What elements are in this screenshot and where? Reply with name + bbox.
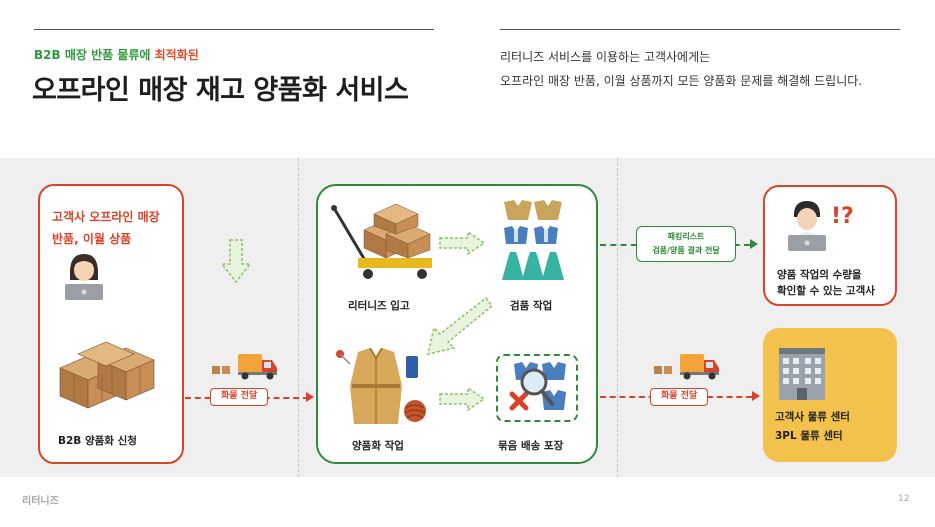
description-line-1: 리터니즈 서비스를 이용하는 고객사에게는 xyxy=(500,50,711,64)
eyebrow: B2B 매장 반품 물류에 최적화된 xyxy=(34,46,199,63)
logistics-center-card: 고객사 물류 센터 3PL 물류 센터 xyxy=(763,328,897,462)
center-line-2: 3PL 물류 센터 xyxy=(775,430,843,442)
request-card: 고객사 오프라인 매장 반품, 이월 상품 xyxy=(38,184,184,464)
refurbish-caption: 양품화 작업 xyxy=(352,440,404,452)
person-laptop-icon-2: !? xyxy=(788,201,854,251)
footer-brand: 리터니즈 xyxy=(22,496,59,507)
dress-icon xyxy=(502,200,564,280)
divider-2 xyxy=(617,158,618,477)
packing-list-line-1: 패킹리스트 xyxy=(667,232,705,241)
yarn-icon xyxy=(404,400,426,422)
top-rule-right xyxy=(500,29,900,30)
description-line-2: 오프라인 매장 반품, 이월 상품까지 모든 양품화 문제를 해결해 드립니다. xyxy=(500,74,863,88)
packing-list-pill: 패킹리스트 검품/양품 결과 전달 xyxy=(636,226,736,262)
hand-truck-icon xyxy=(331,203,432,279)
transfer-left-pill: 화물 전달 xyxy=(210,388,269,406)
packing-list-arrowhead xyxy=(750,239,758,249)
inbound-caption: 리터니즈 입고 xyxy=(348,300,410,312)
description: 리터니즈 서비스를 이용하는 고객사에게는 오프라인 매장 반품, 이월 상품까… xyxy=(500,45,862,93)
divider-1 xyxy=(298,158,299,477)
eyebrow-prefix: B2B 매장 반품 물류에 xyxy=(34,48,155,62)
top-rule-left xyxy=(34,29,434,30)
eyebrow-highlight: 최적화된 xyxy=(154,48,199,62)
page-title: 오프라인 매장 재고 양품화 서비스 xyxy=(32,75,409,106)
magnifier-icon xyxy=(509,362,566,411)
request-caption: B2B 양품화 신청 xyxy=(58,435,137,447)
boxes-icon xyxy=(59,341,155,409)
page-number: 12 xyxy=(898,494,910,504)
svg-text:!?: !? xyxy=(831,204,854,229)
transfer-right-arrowhead xyxy=(752,391,760,401)
packing-frame xyxy=(496,354,578,422)
right-arrow-icon-2 xyxy=(439,386,486,412)
packing-caption: 묶음 배송 포장 xyxy=(498,440,564,452)
right-arrow-icon xyxy=(439,230,486,256)
customer-line-2: 확인할 수 있는 고객사 xyxy=(777,285,875,297)
request-line-1: 고객사 오프라인 매장 xyxy=(52,210,160,224)
trench-coat-icon xyxy=(336,348,418,424)
request-label: 고객사 오프라인 매장 반품, 이월 상품 xyxy=(52,206,160,250)
customer-card: !? 양품 작업의 수량을 확인할 수 있는 고객사 xyxy=(763,185,897,306)
customer-text: 양품 작업의 수량을 확인할 수 있는 고객사 xyxy=(777,267,875,299)
building-icon xyxy=(779,348,825,400)
person-laptop-icon xyxy=(65,254,103,300)
transfer-left-arrowhead xyxy=(306,392,314,402)
inspection-caption: 검품 작업 xyxy=(510,300,553,312)
truck-icon-2 xyxy=(654,354,719,380)
packing-list-line-2: 검품/양품 결과 전달 xyxy=(652,246,720,255)
process-card: 리터니즈 입고 검품 작업 xyxy=(316,184,598,464)
center-line-1: 고객사 물류 센터 xyxy=(775,411,850,423)
transfer-right-pill: 화물 전달 xyxy=(650,388,709,406)
customer-line-1: 양품 작업의 수량을 xyxy=(777,269,862,281)
center-text: 고객사 물류 센터 3PL 물류 센터 xyxy=(775,408,850,446)
diagonal-arrow-icon xyxy=(426,296,494,356)
down-arrow-icon xyxy=(220,239,252,284)
request-line-2: 반품, 이월 상품 xyxy=(52,232,132,246)
truck-icon xyxy=(212,354,277,380)
